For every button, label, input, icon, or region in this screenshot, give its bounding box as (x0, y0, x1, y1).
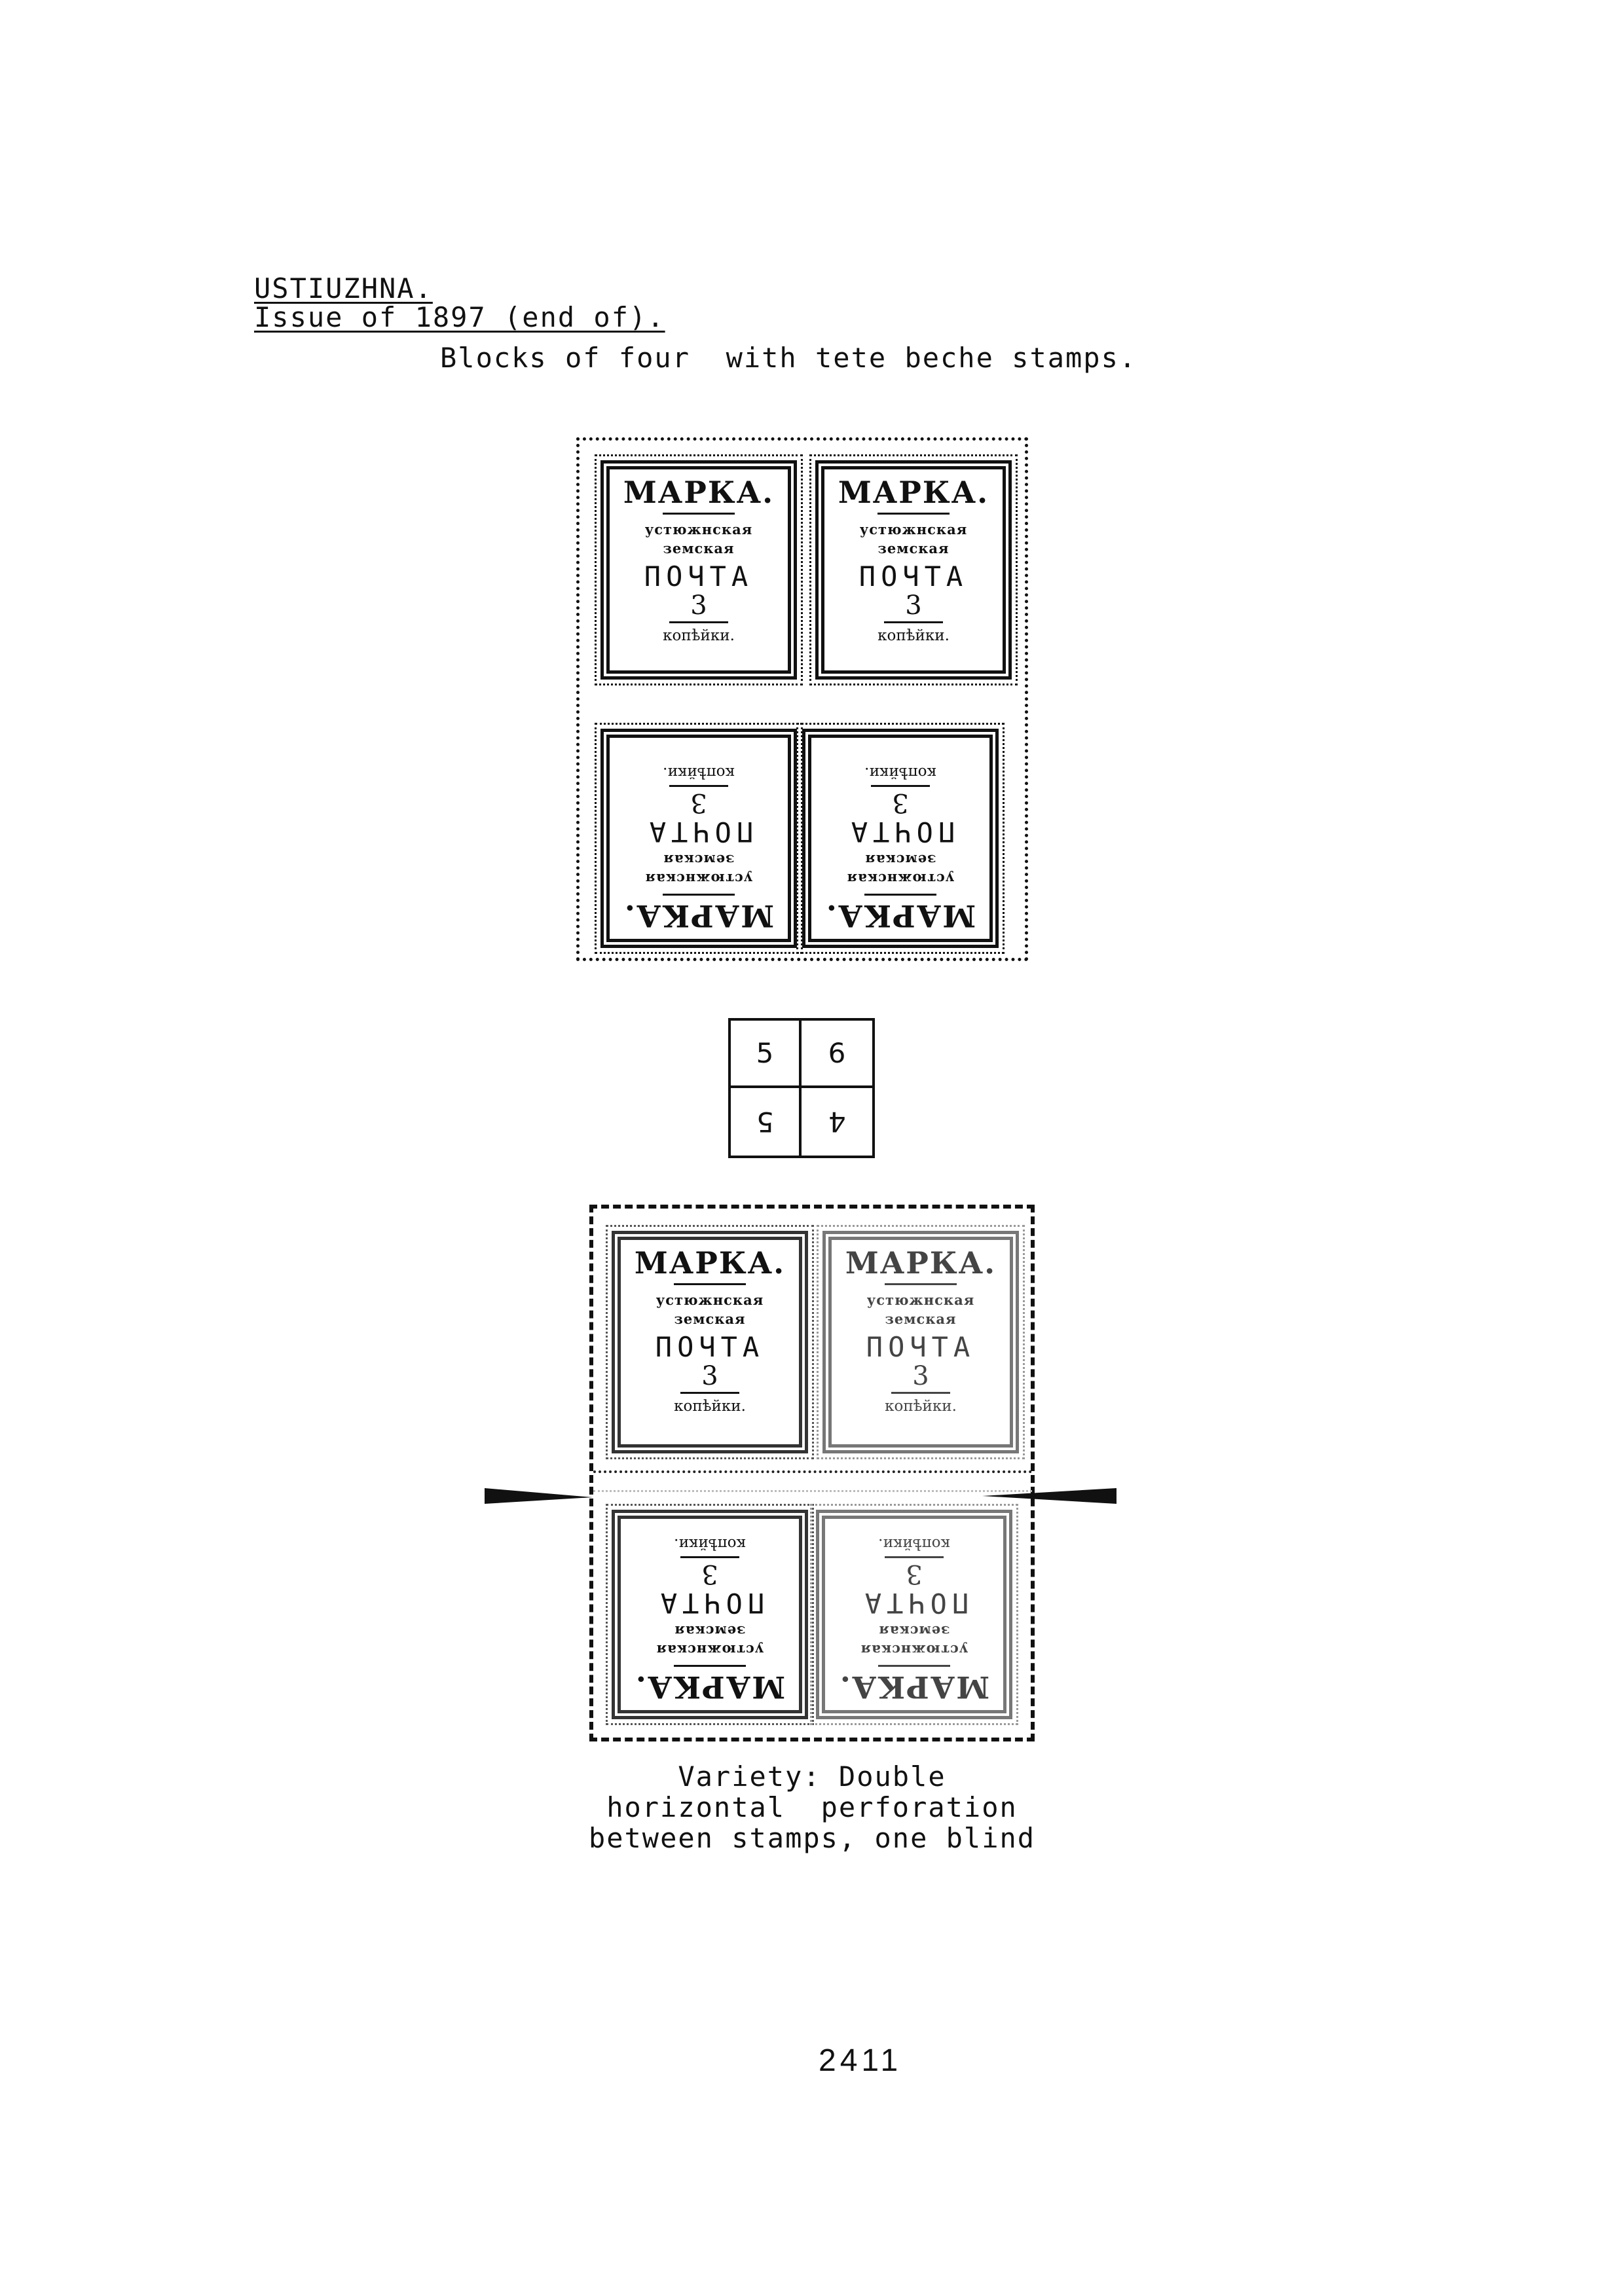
stamp-inverted: МАРКА. устюжнская земская ПОЧТА 3 копѣйк… (796, 723, 1005, 954)
stamp-inverted: МАРКА. устюжнская земская ПОЧТА 3 копѣйк… (606, 1504, 814, 1725)
stamp-value-rule (885, 1556, 944, 1558)
stamp-value-rule (891, 1392, 950, 1394)
stamp-line2: земская (864, 852, 936, 868)
stamp-kopeks: копѣйки. (878, 1535, 950, 1552)
stamp-line2: земская (885, 1311, 957, 1327)
stamp-value: 3 (701, 1559, 718, 1589)
stamp-rule (663, 894, 735, 896)
stamp-kopeks: копѣйки. (864, 764, 936, 781)
stamp-kopeks: копѣйки. (674, 1535, 746, 1552)
diagram-cell-bottom-right: 4 (802, 1088, 872, 1156)
stamp-value: 3 (892, 788, 909, 818)
stamp-rule (674, 1665, 746, 1667)
stamp-line2: земская (878, 1623, 950, 1639)
page-number: 2411 (819, 2043, 902, 2078)
variety-caption: Variety: Double horizontal perforation b… (550, 1761, 1074, 1853)
stamp-marka-text: МАРКА. (838, 475, 989, 510)
stamp-pochta: ПОЧТА (858, 560, 969, 592)
stamp-pochta: ПОЧТА (859, 1587, 969, 1619)
stamp-pochta: ПОЧТА (655, 1331, 765, 1363)
stamp-line1: устюжнская (655, 1642, 764, 1658)
stamp-line1: устюжнская (859, 521, 968, 538)
stamp-rule (877, 513, 950, 515)
caption-line-3: between stamps, one blind (588, 1822, 1036, 1854)
stamp-value: 3 (906, 1559, 923, 1589)
stamp-value-rule (680, 1556, 739, 1558)
issue-line: Issue of 1897 (end of). (254, 301, 665, 333)
stamp-upright: МАРКА. устюжнская земская ПОЧТА 3 копѣйк… (606, 1225, 814, 1459)
caption-line-1: Variety: Double (678, 1760, 946, 1793)
diagram-cell-bottom-left: 5 (731, 1088, 802, 1156)
stamp-kopeks: копѣйки. (663, 627, 735, 644)
stamp-kopeks: копѣйки. (674, 1398, 746, 1415)
stamp-line2: земская (877, 540, 950, 556)
stamp-block-variety: МАРКА. устюжнская земская ПОЧТА 3 копѣйк… (589, 1205, 1035, 1741)
position-diagram: 5 6 5 4 (728, 1018, 875, 1158)
stamp-value-rule (680, 1392, 739, 1394)
diagram-number: 6 (828, 1037, 846, 1069)
stamp-value-rule (669, 785, 728, 787)
stamp-inverted: МАРКА. устюжнская земская ПОЧТА 3 копѣйк… (810, 1504, 1018, 1725)
stamp-line1: устюжнская (655, 1292, 764, 1308)
stamp-kopeks: копѣйки. (877, 627, 950, 644)
stamp-rule (663, 513, 735, 515)
stamp-value-rule (669, 621, 728, 623)
stamp-value: 3 (690, 788, 707, 818)
diagram-number: 5 (756, 1037, 774, 1069)
stamp-kopeks: копѣйки. (663, 764, 735, 781)
stamp-value: 3 (701, 1361, 718, 1391)
stamp-marka-text: МАРКА. (634, 1245, 786, 1281)
diagram-number: 4 (828, 1106, 846, 1138)
block-subtitle: Blocks of four with tete beche stamps. (440, 342, 1137, 374)
stamp-marka-text: МАРКА. (824, 898, 976, 934)
stamp-marka-text: МАРКА. (623, 475, 775, 510)
stamp-kopeks: копѣйки. (885, 1398, 957, 1415)
right-pointer-icon (982, 1488, 1116, 1504)
left-pointer-icon (485, 1488, 593, 1504)
stamp-upright: МАРКА. устюжнская земская ПОЧТА 3 копѣйк… (595, 454, 803, 685)
stamp-marka-text: МАРКА. (634, 1669, 786, 1705)
stamp-pochta: ПОЧТА (644, 816, 754, 848)
stamp-rule (864, 894, 936, 896)
stamp-value-rule (884, 621, 943, 623)
stamp-rule (878, 1665, 950, 1667)
stamp-marka-text: МАРКА. (623, 898, 775, 934)
stamp-line2: земская (674, 1311, 746, 1327)
stamp-pochta: ПОЧТА (644, 560, 754, 592)
stamp-line1: устюжнская (866, 1292, 975, 1308)
diagram-cell-top-left: 5 (731, 1021, 802, 1088)
stamp-pochta: ПОЧТА (866, 1331, 976, 1363)
diagram-cell-top-right: 6 (802, 1021, 872, 1088)
perforation-line (593, 1470, 1032, 1473)
stamp-marka-text: МАРКА. (845, 1245, 997, 1281)
stamp-value: 3 (912, 1361, 929, 1391)
stamp-pochta: ПОЧТА (845, 816, 955, 848)
diagram-number: 5 (756, 1106, 774, 1138)
stamp-inverted: МАРКА. устюжнская земская ПОЧТА 3 копѣйк… (595, 723, 803, 954)
stamp-line1: устюжнская (860, 1642, 969, 1658)
stamp-line2: земская (674, 1623, 746, 1639)
stamp-line1: устюжнская (644, 871, 753, 887)
stamp-upright: МАРКА. устюжнская земская ПОЧТА 3 копѣйк… (817, 1225, 1025, 1459)
stamp-rule (885, 1283, 957, 1285)
stamp-line2: земская (663, 540, 735, 556)
caption-line-2: horizontal perforation (606, 1791, 1018, 1823)
stamp-value: 3 (690, 591, 707, 621)
section-title: USTIUZHNA. (254, 272, 433, 304)
stamp-upright: МАРКА. устюжнская земская ПОЧТА 3 копѣйк… (809, 454, 1018, 685)
stamp-value-rule (871, 785, 930, 787)
stamp-block-normal: МАРКА. устюжнская земская ПОЧТА 3 копѣйк… (576, 437, 1028, 961)
blind-perforation-line (593, 1490, 1032, 1492)
stamp-marka-text: МАРКА. (838, 1669, 990, 1705)
stamp-line1: устюжнская (846, 871, 955, 887)
stamp-line2: земская (663, 852, 735, 868)
stamp-value: 3 (905, 591, 922, 621)
stamp-line1: устюжнская (644, 521, 753, 538)
stamp-pochta: ПОЧТА (655, 1587, 765, 1619)
stamp-rule (674, 1283, 746, 1285)
